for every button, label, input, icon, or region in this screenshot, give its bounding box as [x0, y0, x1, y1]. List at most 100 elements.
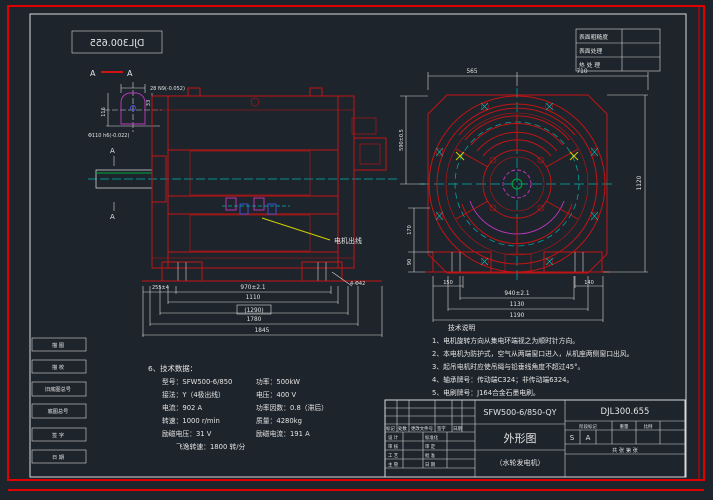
dim-1130: 1130 [510, 302, 525, 308]
mirrored-docno-text: DJL300.655 [90, 38, 145, 49]
top-right-table: 表面粗糙度 表面处理 热 处 理 [575, 28, 661, 72]
tech-item: 电压：400 V [256, 390, 297, 399]
tech-data-block: 6、技术数据： 型号：SFW500-6/850 功率：500kW 接法：Y（4极… [148, 364, 328, 451]
strip-label: 日 期 [52, 454, 64, 461]
dim-90: 90 [407, 259, 413, 265]
dim-140: 140 [584, 280, 594, 286]
tech-item: 质量：4280kg [256, 416, 302, 425]
note-line: 1、电机旋转方向从集电环端视之为顺时针方向。 [432, 336, 579, 345]
dim-key-width: 28 N9(-0.052) [150, 86, 185, 92]
rev-header: 标记 [386, 425, 395, 432]
keyway-section [120, 92, 146, 125]
strip-label: 描 图 [52, 341, 64, 349]
terminal-box [353, 137, 387, 171]
sign-label: 批 准 [425, 452, 436, 459]
tech-item: 接法：Y（4极出线） [162, 390, 225, 399]
tech-data-title: 6、技术数据： [148, 364, 197, 373]
end-foot-left [432, 251, 492, 273]
note-line: 5、电刷牌号：J164合金石墨电刷。 [432, 388, 540, 397]
sign-label: 主 管 [388, 461, 399, 468]
sheet-border [7, 5, 705, 491]
dim-key-height: 116 [101, 107, 107, 117]
dim-170: 170 [407, 225, 413, 235]
motor-leads-label: 电机出线 [334, 236, 362, 245]
tech-item: 励磁电流：191 A [256, 429, 310, 438]
brush-gear [225, 197, 237, 211]
tech-item: 功率因数：0.8（滞后） [256, 403, 328, 412]
left-strip-table: 描 图 描 校 旧底图总号 底图总号 签 字 日 期 [31, 337, 87, 464]
dim-1845: 1845 [255, 328, 270, 334]
dim-255: 255±4 [152, 285, 169, 291]
stage-header: 阶段标记 [579, 423, 597, 430]
sign-label: 设 计 [388, 434, 399, 441]
section-arrow-top-label: A [110, 147, 115, 155]
strip-label: 底图总号 [48, 407, 69, 415]
stage-header: 比例 [644, 423, 653, 430]
dim-970: 970±2.1 [240, 285, 265, 291]
stage-value: A [586, 434, 591, 442]
rev-header: 日期 [453, 426, 462, 432]
mirrored-docno-box: DJL300.655 [71, 30, 163, 54]
drawing-subtitle: （水轮发电机） [496, 458, 545, 467]
cooling-fins-upper [189, 150, 311, 196]
note-line: 4、轴承牌号：传动端C324；非传动端6324。 [432, 375, 573, 384]
tech-item: 功率：500kW [256, 377, 300, 386]
dim-key-depth: 33 [146, 100, 152, 106]
flange-bolts [435, 102, 599, 266]
detail-view-aa: A A 28 N9(-0.052) 116 33 Φ110 h6(-0.022) [88, 69, 185, 139]
sheet-info: 共 张 第 张 [612, 446, 639, 454]
balance-marks [455, 151, 579, 161]
notes-title: 技术说明 [448, 323, 475, 332]
motor-body [151, 95, 355, 269]
tech-item: 电流：902 A [162, 403, 203, 412]
table-row-label: 表面粗糙度 [579, 33, 608, 41]
tech-item: 转速：1000 r/min [162, 416, 220, 425]
dim-shaft-label: Φ110 h6(-0.022) [88, 133, 129, 139]
dim-940: 940±2.1 [504, 291, 529, 297]
strip-label: 签 字 [52, 431, 64, 439]
dim-1120: 1120 [637, 175, 643, 190]
section-arrow-bottom-label: A [110, 213, 115, 221]
rev-header: 处数 [398, 425, 407, 432]
drawing-title: 外形图 [504, 432, 537, 445]
dim-holes: 4-Φ42 [350, 281, 365, 287]
sign-label: 工 艺 [388, 453, 399, 459]
bearing-housing [151, 155, 167, 203]
dim-1780: 1780 [247, 317, 262, 323]
tech-item: 型号：SFW500-6/850 [162, 377, 232, 386]
stage-value: S [570, 434, 575, 442]
dim-565: 565 [466, 69, 477, 75]
sign-label: 日 期 [425, 462, 436, 468]
note-line: 2、本电机为防护式，空气从两端窗口进入，从机座两侧窗口出风。 [432, 349, 633, 358]
dim-1190: 1190 [510, 313, 525, 319]
stage-header: 重量 [620, 423, 629, 430]
dim-590: 590±0.5 [399, 129, 405, 151]
sign-label: 标准化 [425, 434, 439, 441]
dim-1110: 1110 [246, 295, 261, 301]
tech-item: 励磁电压：31 V [162, 429, 212, 438]
doc-number: DJL300.655 [601, 407, 650, 417]
dim-710: 710 [576, 69, 587, 75]
model-number: SFW500-6/850-QY [483, 408, 556, 417]
side-view: A A [88, 87, 400, 282]
drawing-frame [29, 13, 687, 478]
end-frame [427, 94, 608, 274]
title-block: 标记 处数 更改文件号 签字 日期 设 计 标准化 审 核 审 定 工 艺 批 … [384, 399, 686, 478]
end-view-dimensions: 565 710 1120 590±0.5 170 90 150 140 940±… [399, 69, 649, 322]
foot-right [301, 261, 343, 282]
note-line: 3、起吊电机时应使吊绳与铅垂线角度不超过45°。 [432, 362, 584, 371]
end-view [420, 88, 614, 280]
table-row-label: 表面处理 [579, 47, 602, 55]
sign-label: 审 定 [425, 443, 436, 450]
strip-label: 旧底图总号 [45, 385, 71, 393]
strip-label: 描 校 [52, 363, 64, 371]
sign-label: 审 核 [388, 443, 399, 450]
table-row-label: 热 处 理 [579, 61, 600, 69]
section-label-a-left: A [90, 69, 96, 78]
dim-1290: (1290) [244, 308, 263, 314]
tech-item: 飞逸转速：1800 转/分 [176, 442, 246, 451]
side-view-dimensions: 255±4 970±2.1 1110 (1290) 1780 1845 4-Φ4… [142, 271, 383, 337]
rev-header: 更改文件号 [411, 425, 434, 432]
